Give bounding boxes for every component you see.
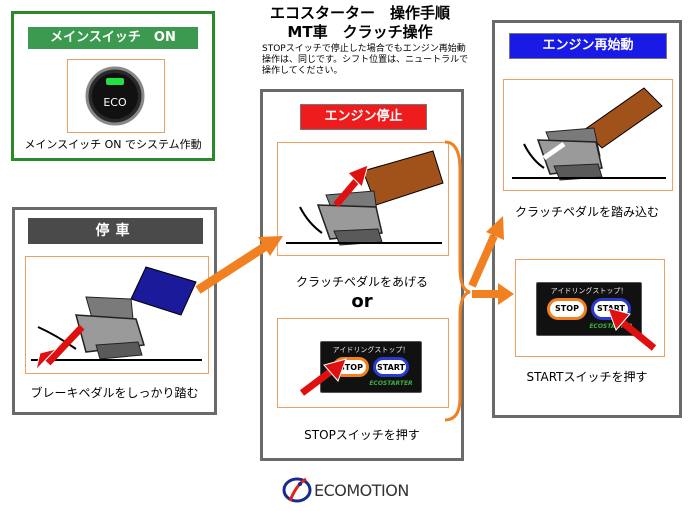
- note-line: 操作してください。: [262, 66, 343, 76]
- press-start-arrow-icon: [607, 307, 657, 351]
- engine-stop-switch-caption: STOPスイッチを押す: [304, 428, 420, 442]
- start-button[interactable]: START: [373, 357, 409, 377]
- note-line: STOPスイッチで停止した場合でもエンジン再始動: [262, 44, 466, 54]
- bracket-icon: [444, 140, 471, 422]
- switch-panel-label: アイドリングストップ！: [550, 287, 628, 295]
- engine-restart-panel: エンジン再始動 クラッチペダルを踏み込む アイドリングストップ！ STOP ST…: [492, 20, 682, 418]
- clutch-press-frame: [503, 79, 673, 191]
- clutch-release-icon: [286, 150, 444, 246]
- main-switch-panel: メインスイッチ ON ECO メインスイッチ ON でシステム作動: [11, 11, 215, 161]
- page-title: エコスターター 操作手順: [269, 4, 450, 22]
- instruction-note: STOPスイッチで停止した場合でもエンジン再始動 操作は、同じです。シフト位置は…: [262, 44, 492, 77]
- engine-stop-clutch-caption: クラッチペダルをあげる: [295, 275, 428, 289]
- engine-restart-switch-caption: STARTスイッチを押す: [526, 370, 648, 384]
- ecomotion-logo: ECOMOTION: [282, 475, 452, 507]
- switch-panel-label: アイドリングストップ！: [332, 346, 410, 354]
- start-switch-frame: アイドリングストップ！ STOP START ECOSTARTER: [515, 259, 665, 357]
- press-stop-arrow-icon: [299, 358, 347, 396]
- engine-stop-panel: エンジン停止 クラッチペダルをあげる or アイドリングストップ！ STOP S…: [260, 89, 464, 461]
- clutch-release-frame: [277, 142, 449, 256]
- arrow-to-start-switch-icon: [472, 283, 514, 305]
- arrow-to-restart-clutch-icon: [468, 216, 504, 288]
- engine-stop-heading: エンジン停止: [300, 104, 427, 130]
- switch-brand: ECOSTARTER: [369, 380, 413, 387]
- parking-heading: 停車: [28, 218, 203, 244]
- eco-button-label: ECO: [103, 96, 127, 109]
- engine-restart-clutch-caption: クラッチペダルを踏み込む: [514, 205, 659, 219]
- or-label: or: [351, 291, 373, 312]
- eco-button-icon: ECO: [85, 66, 145, 126]
- main-switch-heading: メインスイッチ ON: [28, 27, 198, 49]
- switch-brand: ECOSTARTER: [589, 323, 633, 330]
- page-subtitle: MT車 クラッチ操作: [287, 23, 433, 41]
- note-line: 操作は、同じです。シフト位置は、ニュートラルで: [262, 55, 469, 65]
- stop-button[interactable]: STOP: [547, 298, 587, 320]
- ecomotion-logo-text: ECOMOTION: [314, 481, 409, 500]
- stop-switch-frame: アイドリングストップ！ STOP START ECOSTARTER: [277, 318, 449, 408]
- arrow-to-engine-stop-icon: [195, 236, 283, 294]
- brake-pedal-icon: [31, 266, 202, 372]
- parking-caption: ブレーキペダルをしっかり踏む: [30, 386, 199, 400]
- brake-pedal-frame: [25, 256, 209, 374]
- parking-panel: 停車 ブレーキペダルをしっかり踏む: [12, 207, 217, 415]
- engine-restart-heading: エンジン再始動: [509, 33, 667, 59]
- ecomotion-logo-icon: [282, 477, 312, 503]
- eco-switch-frame: ECO: [67, 59, 165, 133]
- clutch-press-icon: [512, 87, 666, 181]
- main-switch-caption: メインスイッチ ON でシステム作動: [24, 138, 202, 151]
